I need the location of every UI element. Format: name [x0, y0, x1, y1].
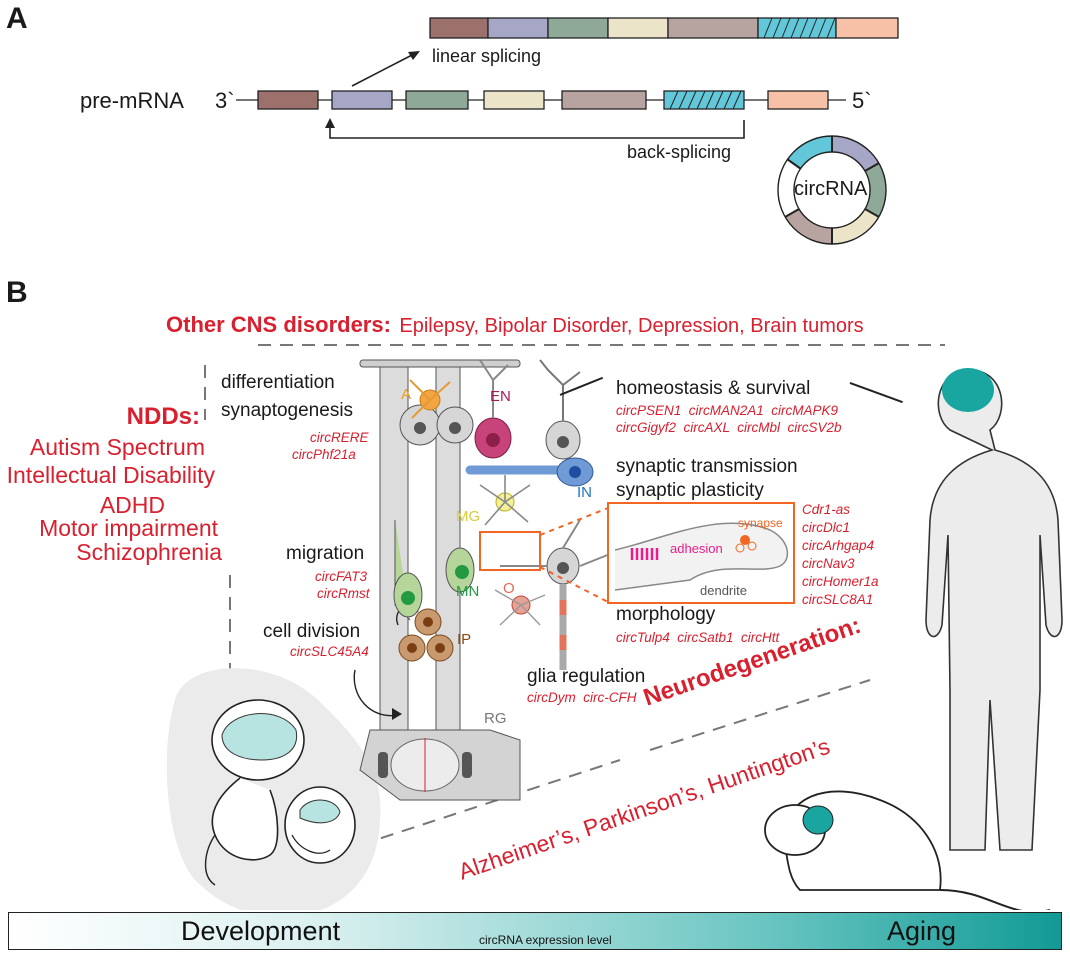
morphology-label: morphology — [616, 604, 716, 625]
bar-left-label: Development — [181, 916, 341, 946]
bar-right-label: Aging — [887, 916, 957, 946]
glia-regulation-label: glia regulation — [527, 666, 646, 687]
synaptic-gene-2: circDlc1 — [802, 520, 851, 535]
pre-mrna-label: pre-mRNA — [80, 88, 184, 113]
synapse-label: synapse — [738, 516, 783, 530]
glia-genes: circDym circ-CFH — [527, 690, 637, 705]
panel-b-letter: B — [6, 276, 28, 309]
cell-division-gene: circSLC45A4 — [290, 644, 369, 659]
ndd-item-5: Schizophrenia — [76, 539, 222, 565]
panel-a-diagram — [236, 17, 899, 245]
homeostasis-genes-row-2: circGigyf2 circAXL circMbl circSV2b — [616, 420, 842, 435]
back-splicing-label: back-splicing — [627, 142, 732, 162]
diff-gene-1: circRERE — [310, 430, 369, 445]
migration-label: migration — [286, 543, 365, 564]
pre-mrna-exons — [257, 90, 829, 110]
ndd-title: NDDs: — [126, 403, 200, 430]
homeostasis-label: homeostasis & survival — [616, 378, 811, 399]
adhesion-label: adhesion — [670, 541, 723, 556]
migration-gene-2: circRmst — [317, 586, 370, 601]
ndd-item-2: Intellectual Disability — [6, 462, 215, 488]
ndd-item-3: ADHD — [99, 492, 165, 518]
migration-gene-1: circFAT3 — [315, 569, 367, 584]
synaptic-plasticity-label: synaptic plasticity — [616, 480, 764, 501]
circrna-ring — [777, 135, 887, 245]
cell-label-mn: MN — [456, 583, 480, 600]
cell-label-en: EN — [490, 388, 511, 405]
five-prime-label: 5` — [852, 88, 872, 113]
linear-splicing-label: linear splicing — [432, 46, 542, 66]
cell-label-mg: MG — [456, 508, 481, 525]
synaptic-gene-6: circSLC8A1 — [802, 592, 874, 607]
mouse-illustration — [764, 790, 1050, 910]
synaptic-transmission-label: synaptic transmission — [616, 456, 798, 477]
synaptic-gene-4: circNav3 — [802, 556, 855, 571]
dendrite-label: dendrite — [700, 583, 747, 598]
ndd-item-1: Autism Spectrum — [29, 434, 205, 460]
diff-gene-2: circPhf21a — [292, 447, 356, 462]
panel-a-letter: A — [6, 2, 28, 35]
synaptic-gene-1: Cdr1-as — [802, 502, 851, 517]
differentiation-label: differentiation — [221, 372, 335, 393]
other-cns-list: Epilepsy, Bipolar Disorder, Depression, … — [399, 315, 864, 337]
expression-gradient-bar: Development circRNA expression level Agi… — [8, 912, 1062, 950]
cell-label-astrocyte: A — [401, 386, 412, 403]
bar-middle-label: circRNA expression level — [479, 933, 612, 947]
cell-label-rg: RG — [484, 710, 507, 727]
other-cns-heading: Other CNS disorders: Epilepsy, Bipolar D… — [166, 312, 864, 338]
adult-silhouette — [925, 368, 1063, 851]
other-cns-title: Other CNS disorders: — [166, 312, 391, 337]
neuron-cells — [393, 359, 621, 670]
circrna-label: circRNA — [794, 178, 868, 200]
three-prime-label: 3` — [215, 88, 235, 113]
synapse-inset — [607, 502, 795, 604]
synaptic-gene-3: circArhgap4 — [802, 538, 875, 553]
morphology-genes: circTulp4 circSatb1 circHtt — [616, 630, 780, 645]
synaptogenesis-label: synaptogenesis — [221, 400, 354, 421]
ndd-item-4: Motor impairment — [39, 515, 218, 541]
linear-mrna — [429, 17, 899, 39]
cell-label-ip: IP — [457, 631, 472, 648]
cell-label-o: O — [503, 580, 515, 597]
panel-b-illustration — [166, 344, 1063, 910]
cell-division-label: cell division — [263, 621, 361, 642]
infant-illustration — [166, 668, 381, 910]
homeostasis-genes-row-1: circPSEN1 circMAN2A1 circMAPK9 — [616, 403, 839, 418]
synaptic-gene-5: circHomer1a — [802, 574, 879, 589]
cell-label-in: IN — [577, 484, 592, 501]
